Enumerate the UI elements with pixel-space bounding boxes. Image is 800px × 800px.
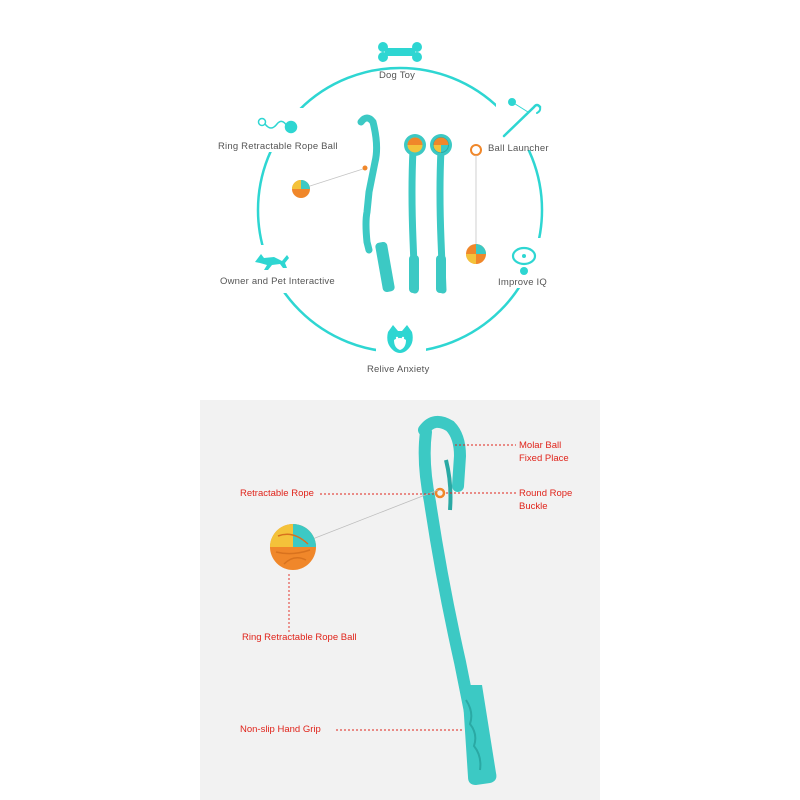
launcher-product-right: [430, 134, 452, 294]
callout-retractable-rope: Retractable Rope: [240, 488, 314, 499]
rope-ball-icon: [257, 117, 298, 134]
feature-owner-pet-label: Owner and Pet Interactive: [220, 276, 335, 287]
running-dog-icon: [255, 254, 289, 270]
feature-dog-toy-label: Dog Toy: [379, 70, 416, 81]
ring-rope-ball-product: [466, 144, 486, 264]
callout-round-rope-line1: Round Rope: [519, 488, 573, 499]
feature-ball-launcher-label: Ball Launcher: [488, 143, 549, 154]
launcher-product-middle: [404, 134, 426, 294]
feature-improve-iq-label: Improve IQ: [498, 277, 547, 288]
retractable-rope: [309, 489, 439, 541]
product-detail-illustration: [270, 415, 516, 785]
launcher-product-left: [292, 114, 395, 293]
feature-relive-anxiety-label: Relive Anxiety: [367, 364, 430, 375]
bone-icon: [378, 42, 422, 62]
callout-ring-rope-ball: Ring Retractable Rope Ball: [242, 632, 357, 643]
shiba-dog-icon: [387, 325, 413, 353]
callout-molar-ball-line1: Molar Ball: [519, 440, 562, 451]
feature-ring-rope-ball-label: Ring Retractable Rope Ball: [218, 141, 338, 152]
launcher-body: [418, 415, 497, 785]
callout-molar-ball-line2: Fixed Place: [519, 453, 569, 464]
rope-ball: [270, 524, 316, 570]
feature-diagram: [255, 42, 544, 354]
launcher-icon: [502, 98, 542, 138]
collar-icon: [511, 246, 537, 275]
product-detail-panel: Molar Ball Fixed Place Retractable Rope …: [200, 400, 600, 800]
callout-leaders: [288, 444, 516, 731]
callout-round-rope-line2: Buckle: [519, 501, 548, 512]
callout-hand-grip: Non-slip Hand Grip: [240, 724, 321, 735]
